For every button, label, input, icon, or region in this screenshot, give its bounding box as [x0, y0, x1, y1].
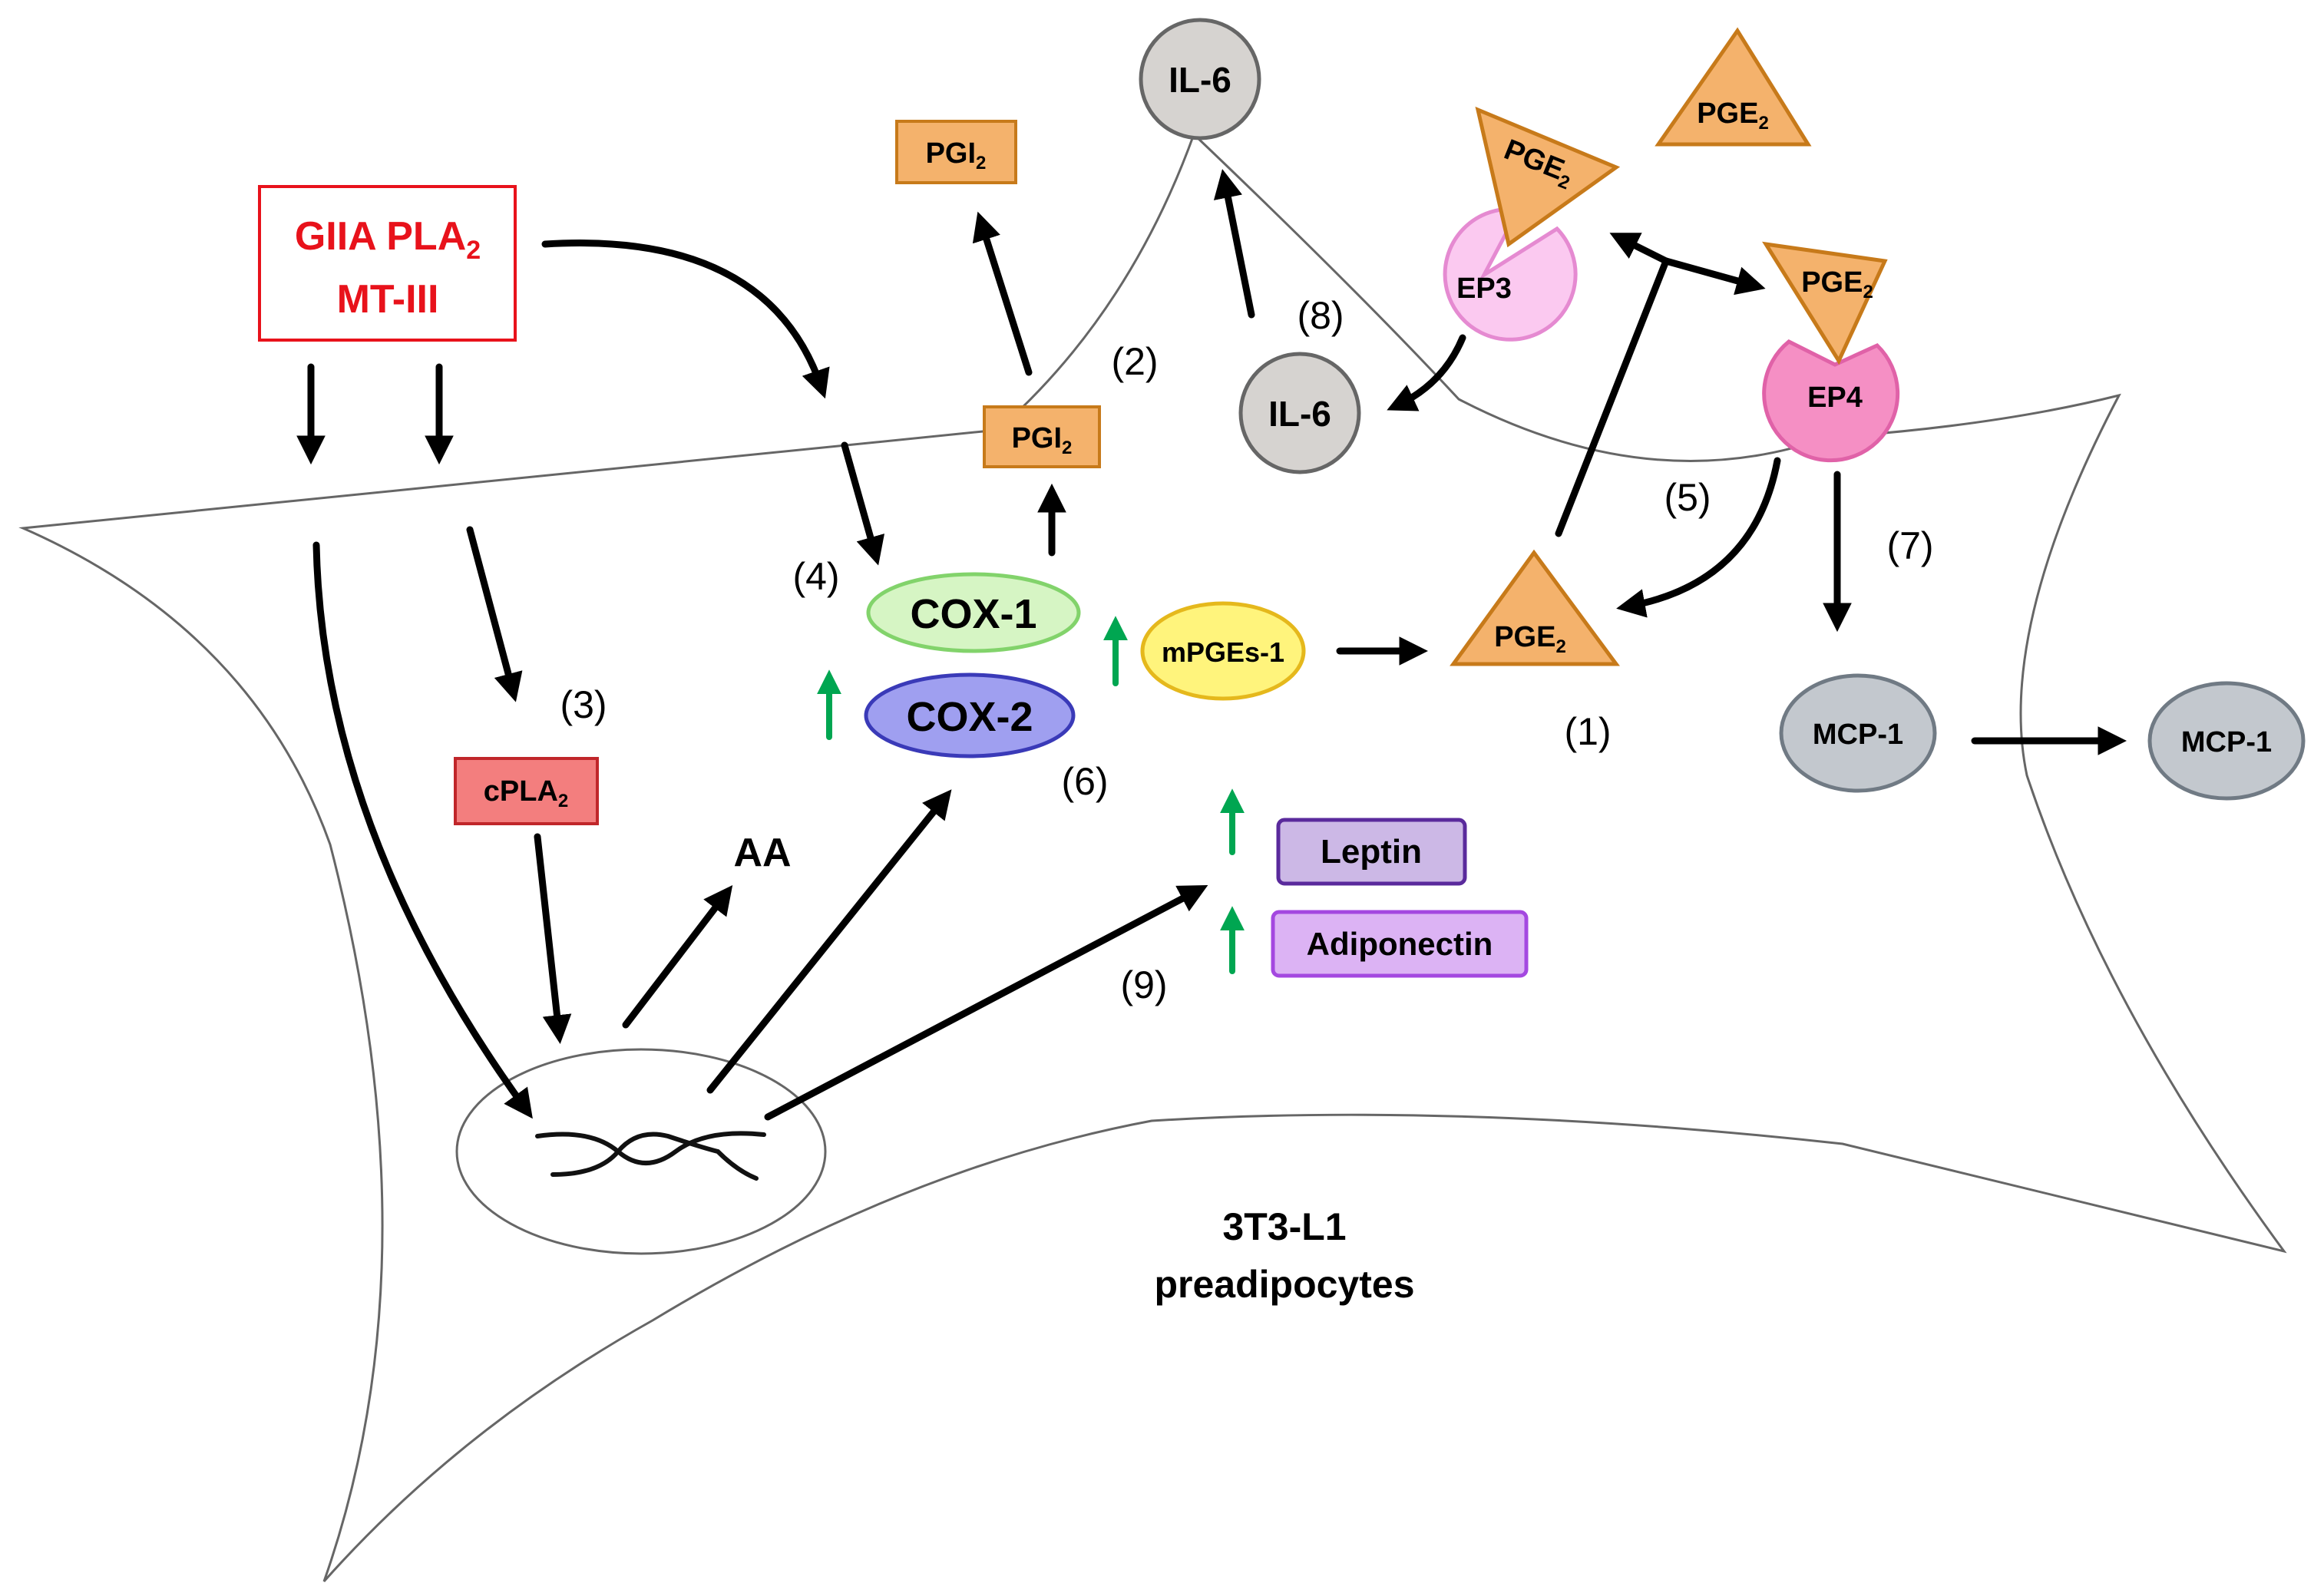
pgi2-secreted: PGI2 — [895, 120, 1017, 184]
adiponectin-label: Adiponectin — [1307, 926, 1493, 962]
leptin-label: Leptin — [1321, 833, 1422, 871]
mcp1-secreted-label: MCP-1 — [2181, 726, 2272, 758]
ep4-label: EP4 — [1807, 382, 1863, 414]
ep3-receptor: EP3 — [1443, 207, 1578, 342]
mcp1-intracellular-label: MCP-1 — [1813, 719, 1903, 751]
il6-secreted: IL-6 — [1139, 18, 1261, 140]
ep4-receptor: EP4 — [1762, 339, 1900, 463]
svg-text:PGE2: PGE2 — [1494, 621, 1566, 657]
pgi2-intracellular: PGI2 — [983, 405, 1101, 468]
pge2-extracellular-label: PGE — [1697, 97, 1758, 130]
svg-text:PGI2: PGI2 — [1012, 422, 1073, 458]
mpges1-enzyme: mPGEs-1 — [1140, 601, 1306, 701]
cell-type-label-line1: 3T3-L1 — [1222, 1205, 1346, 1248]
nucleus — [455, 1048, 827, 1255]
cell-type-label-line2: preadipocytes — [1154, 1263, 1414, 1306]
cox2-label: COX-2 — [906, 694, 1033, 740]
pge2-intracellular-label: PGE — [1494, 621, 1555, 653]
svg-text:GIIA PLA2: GIIA PLA2 — [295, 214, 481, 265]
svg-text:cPLA2: cPLA2 — [484, 775, 569, 811]
pge2-intracellular: PGE2 — [1450, 549, 1620, 666]
step-5: (5) — [1664, 476, 1711, 519]
step-labels: (1) (2) (3) (4) (5) (6) (7) (8) (9) — [560, 294, 1933, 1006]
pathway-arrows — [296, 169, 2127, 1121]
cox1-enzyme: COX-1 — [866, 572, 1081, 653]
cpla2-enzyme: cPLA2 — [454, 757, 599, 825]
cox2-enzyme: COX-2 — [864, 672, 1076, 758]
leptin-box: Leptin — [1276, 818, 1467, 886]
pge2-ep4-subscript: 2 — [1863, 282, 1873, 302]
ep3-label: EP3 — [1456, 273, 1512, 305]
pge2-intracellular-subscript: 2 — [1555, 636, 1565, 657]
svg-text:PGE2: PGE2 — [1801, 266, 1873, 302]
mcp1-intracellular: MCP-1 — [1779, 673, 1937, 793]
dna-icon — [535, 1131, 766, 1181]
stimulus-box: GIIA PLA2 MT-III — [258, 185, 517, 342]
cox1-label: COX-1 — [910, 591, 1036, 637]
step-6: (6) — [1061, 760, 1108, 803]
stimulus-name: GIIA PLA — [295, 214, 466, 259]
svg-text:PGE2: PGE2 — [1697, 97, 1769, 134]
pgi2-secreted-subscript: 2 — [976, 153, 986, 173]
stimulus-line2: MT-III — [337, 277, 439, 322]
il6-intracellular: IL-6 — [1238, 352, 1361, 474]
step-1: (1) — [1564, 710, 1611, 753]
mcp1-secreted: MCP-1 — [2147, 681, 2306, 801]
cell-membrane — [18, 132, 2287, 1582]
mpges1-label: mPGEs-1 — [1162, 636, 1284, 668]
step-4: (4) — [792, 555, 839, 598]
cpla2-label: cPLA — [484, 775, 558, 808]
cpla2-subscript: 2 — [558, 791, 568, 811]
pge2-ep4-bound: PGE2 — [1762, 241, 1888, 365]
step-3: (3) — [560, 683, 607, 726]
pge2-extracellular-subscript: 2 — [1758, 113, 1768, 134]
pgi2-intracellular-label: PGI — [1012, 422, 1062, 454]
il6-secreted-label: IL-6 — [1169, 60, 1231, 100]
upregulation-arrows — [817, 616, 1245, 974]
stimulus-subscript: 2 — [466, 236, 481, 265]
pgi2-secreted-label: PGI — [926, 137, 976, 170]
pge2-extracellular: PGE2 — [1655, 27, 1812, 147]
step-7: (7) — [1886, 524, 1933, 567]
step-9: (9) — [1120, 963, 1167, 1006]
svg-text:PGI2: PGI2 — [926, 137, 987, 173]
il6-intracellular-label: IL-6 — [1268, 394, 1331, 434]
pge2-ep3-bound: PGE2 — [1475, 106, 1621, 248]
pgi2-intracellular-subscript: 2 — [1062, 438, 1072, 458]
arachidonic-acid-label: AA — [733, 831, 791, 875]
step-2: (2) — [1111, 340, 1158, 383]
pge2-ep4-label: PGE — [1801, 266, 1863, 299]
step-8: (8) — [1297, 294, 1344, 337]
adiponectin-box: Adiponectin — [1271, 910, 1529, 978]
